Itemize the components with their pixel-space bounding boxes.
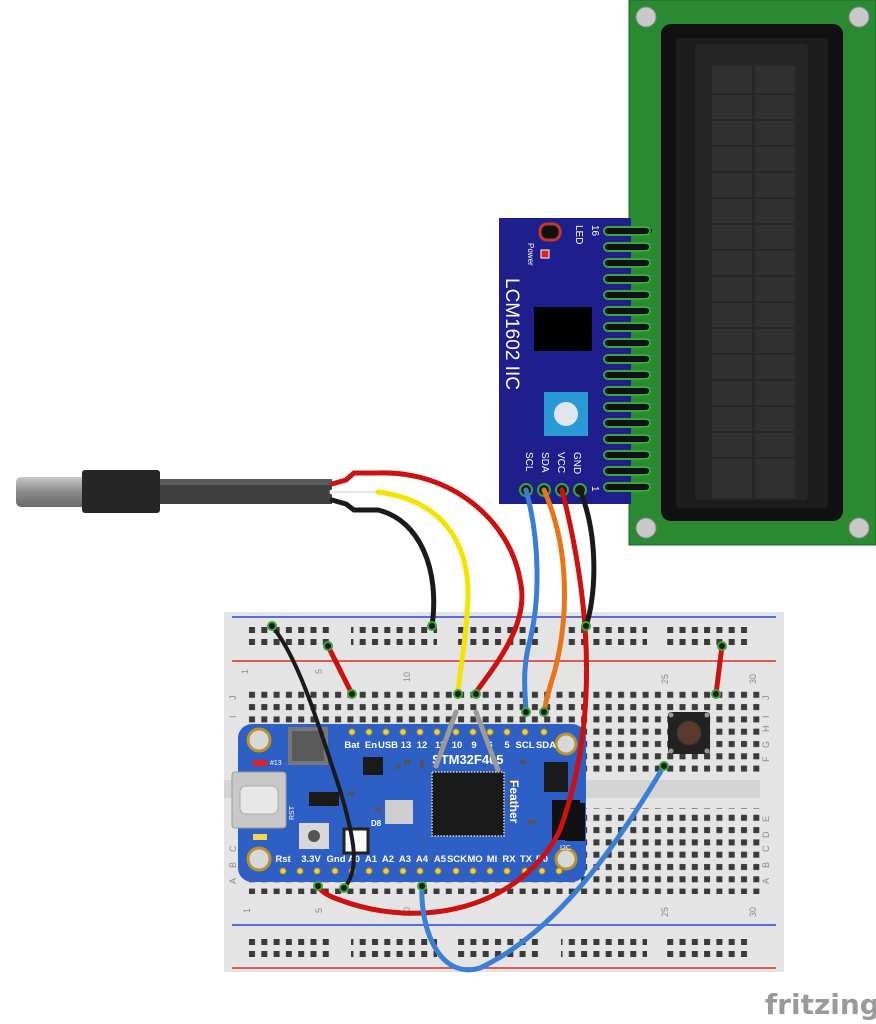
row-letter-g: G [761,741,771,748]
pin-label-11: 11 [435,740,446,751]
col-number-5-bottom: 5 [314,908,324,913]
i2c-label: I2C [560,845,571,852]
wire-button-blue [419,763,667,973]
i2c-header-pins [519,483,587,497]
header-label-scl: SCL [523,452,534,472]
pin-label-10: 10 [452,740,463,751]
stm32-chip [431,771,505,837]
power-led-feather [253,834,267,840]
pcf8574-chip [534,307,592,351]
wire-probe-black [375,507,437,629]
i2c-backpack: LCM1602 IIC 16 LED Power 1 GND VCC SDA S… [499,218,652,504]
power-label: Power [526,243,535,266]
pin-label-scl: SCL [516,740,535,751]
row-letter-b: B [761,862,771,868]
row-letter-i: I [761,715,771,718]
wire-scl-blue [522,487,540,715]
col-number-30: 30 [748,674,758,684]
header-label-vcc: VCC [555,452,566,473]
pin-label-sck: SCK [447,854,467,865]
wire-vcc-red [315,487,590,916]
pin-label-3v3: 3.3V [301,854,321,865]
feather-title: STM32F405 [432,752,504,767]
led-jumper [538,222,562,242]
row-letter-c: C [761,845,771,852]
power-led [540,249,550,259]
row-letter-b-left: B [228,862,238,868]
fritzing-watermark: fritzing [765,988,876,1021]
pin-label-mo: MO [467,854,482,865]
pin-label-rx: RX [502,854,516,865]
wire-probe-yellow [375,489,471,695]
d8-label: D8 [371,819,382,828]
pin-label-rst: Rst [275,854,291,865]
row-letter-h: H [761,726,771,733]
row-letter-a-left: A [228,878,238,884]
pin-label-a5: A5 [434,854,447,865]
lcd-display [628,0,876,546]
rst-label: RST [289,805,296,820]
pin-label-bat: Bat [344,740,360,751]
lcd-character-grid [712,66,795,498]
feather-top-header [348,728,548,736]
pin-label-tx: TX [520,854,533,865]
row-letter-j-left: J [228,696,238,701]
temperature-probe [16,470,381,513]
pin-label-mi: MI [487,854,498,865]
contrast-potentiometer [544,392,588,436]
row-letter-d: D [761,831,771,838]
led-label: LED [573,225,584,244]
wire-gnd-left-black [270,624,356,890]
pin-label-en: En [365,740,377,751]
pin-label-12: 12 [417,740,428,751]
col-number-10: 10 [402,672,412,682]
wire-probe-red [375,470,525,695]
led-13-label: #13 [270,760,282,767]
header-label-gnd: GND [571,452,582,474]
row-letter-e: E [761,816,771,822]
col-number-25-bottom: 25 [660,907,670,917]
pin-label-gnd: Gnd [327,854,346,865]
pin-label-a1: A1 [365,854,378,865]
pin-label-5: 5 [504,740,510,751]
feather-board: Bat En USB 13 12 11 10 9 6 5 SCL SDA Rst… [231,724,586,882]
row-letter-f: F [761,756,771,762]
pin-label-a4: A4 [416,854,429,865]
wire-gnd-black [577,487,597,629]
col-number-25: 25 [660,674,670,684]
wire-rail-red-left [325,643,355,697]
col-number-5: 5 [314,669,324,674]
wires [267,470,727,973]
pin-label-sda: SDA [536,740,556,751]
row-letter-a: A [761,878,771,884]
push-button [668,712,710,754]
col-number-30-bottom: 30 [748,907,758,917]
pin-16-label: 16 [589,225,600,237]
pin-label-usb: USB [378,740,398,751]
wire-rail-red-right [713,643,725,697]
col-number-1-bottom: 1 [242,908,252,913]
row-letter-i-left: I [228,715,238,718]
pin-label-a2: A2 [382,854,394,865]
lcd-header-pins-rows [603,226,651,492]
feather-brand: Feather [507,780,521,824]
neopixel [342,827,370,855]
pin-label-13: 13 [401,740,412,751]
module-label: LCM1602 IIC [501,278,522,390]
header-label-sda: SDA [539,452,550,473]
col-number-1: 1 [240,669,250,674]
led-13 [253,760,267,766]
pin-label-9: 9 [471,740,476,751]
row-letter-c-left: C [228,845,238,852]
wire-sda-orange [541,487,567,715]
pin-label-a3: A3 [399,854,411,865]
row-letter-j: J [761,696,771,701]
pin-1-label: 1 [589,486,600,492]
stemma-qt-connector [565,803,585,841]
